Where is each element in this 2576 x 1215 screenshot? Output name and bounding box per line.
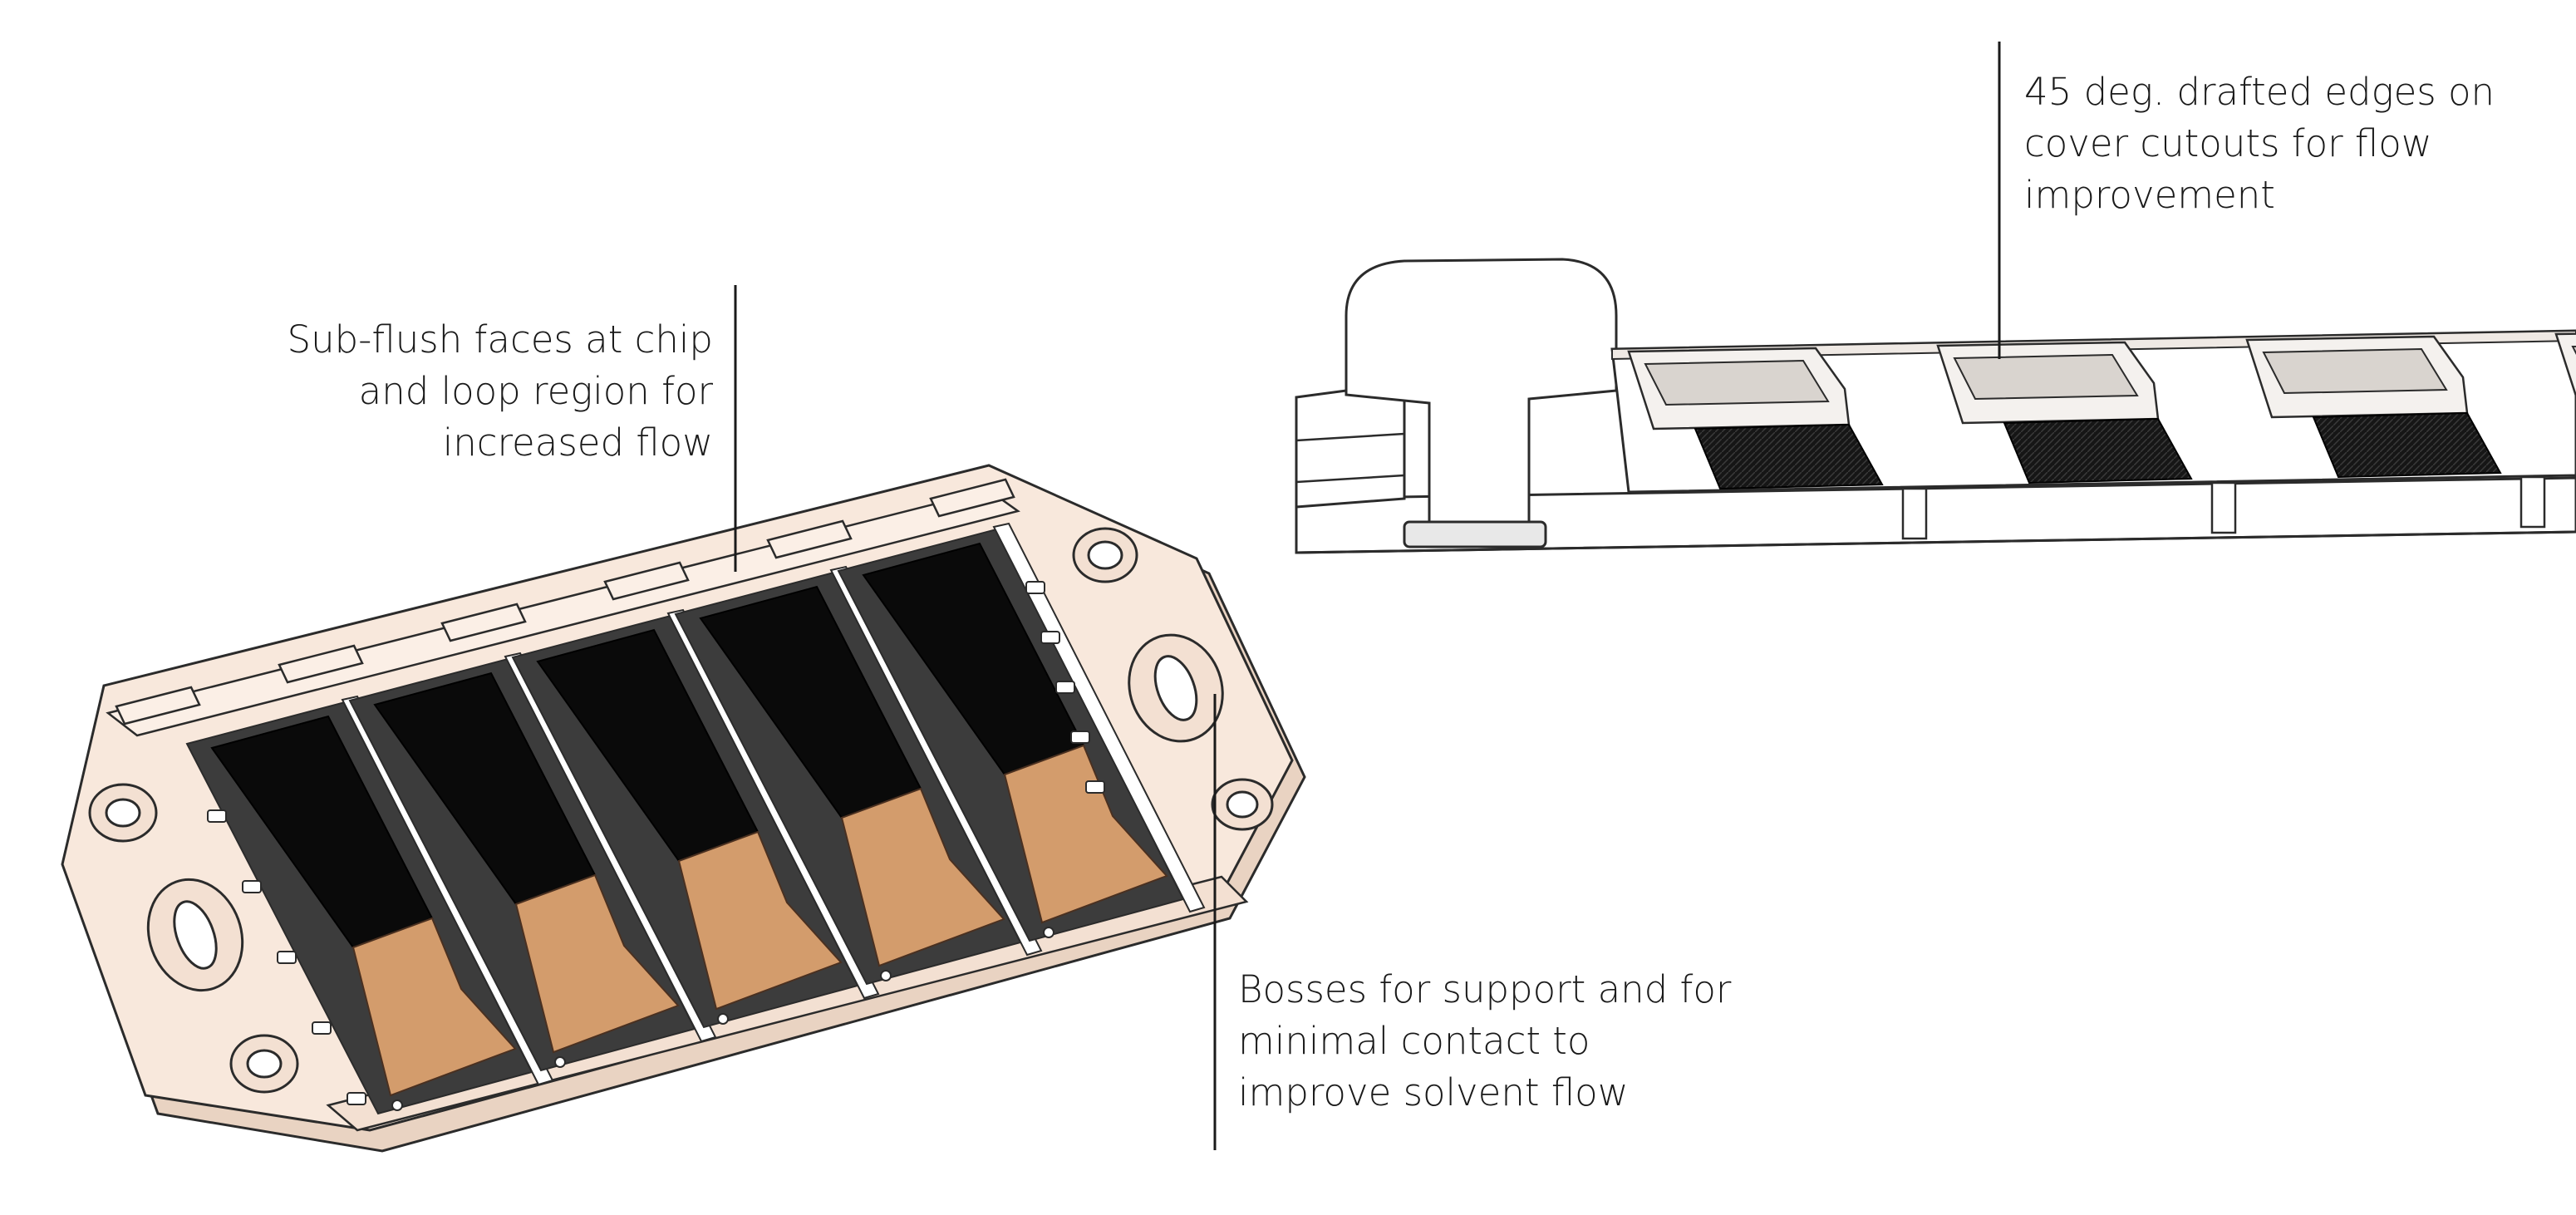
callout-drafted-line-2: cover cutouts for flow — [2024, 121, 2432, 165]
chip-contact-dot — [391, 1099, 403, 1111]
boss-left — [312, 1021, 332, 1035]
callout-subflush-line-3: increased flow — [442, 421, 713, 465]
chip-array — [185, 522, 1206, 1115]
ridge-tab — [278, 644, 364, 684]
screw-hole-top-right — [1072, 527, 1138, 583]
keyhole-slot-right — [1128, 633, 1224, 743]
cutout-drafted-edge — [2554, 332, 2576, 400]
cutout-chip — [2003, 417, 2193, 485]
cutout-post — [1901, 487, 1928, 540]
chip-contact-dot — [880, 970, 892, 981]
boss-right — [1055, 681, 1075, 694]
boss-right — [1070, 730, 1090, 744]
cutout-chip — [1694, 423, 1884, 490]
ridge-tab — [440, 603, 527, 642]
boss-left — [207, 809, 227, 823]
chip-contact-dot — [1043, 927, 1054, 938]
section-handle — [1345, 258, 1618, 546]
screw-hole-right — [1211, 778, 1274, 831]
keyhole-slot-left — [146, 878, 244, 992]
keyhole-slots — [146, 633, 1224, 992]
chip-rib — [992, 522, 1206, 913]
callout-subflush: Sub-flush faces at chip and loop region … — [288, 314, 713, 469]
section-end-block — [1295, 387, 1406, 509]
cutout-inner-wall — [1644, 359, 1830, 406]
callout-drafted-line-1: 45 deg. drafted edges on — [2024, 70, 2495, 114]
screw-hole-left — [88, 783, 158, 843]
screw-holes — [88, 527, 1274, 1094]
cutout-1 — [1627, 347, 1928, 540]
boss-left — [277, 951, 297, 964]
section-base-rail — [1295, 476, 2576, 554]
callout-subflush-line-2: and loop region for — [358, 369, 713, 413]
ridge-tab — [929, 478, 1015, 518]
boss-right — [1040, 631, 1060, 644]
cutout-post — [2519, 475, 2546, 529]
chip-contact-dot — [717, 1013, 729, 1025]
cutout-inner-wall — [2571, 345, 2576, 356]
callout-subflush-line-1: Sub-flush faces at chip — [287, 317, 713, 362]
chip-loop-region — [677, 830, 843, 1011]
callout-bosses-line-1: Bosses for support and for — [1238, 967, 1732, 1011]
tray-assembly — [61, 464, 1306, 1153]
ridge-tabs — [115, 478, 1015, 726]
ridge-tab — [115, 686, 201, 726]
cutout-3 — [2245, 335, 2546, 529]
boss-right — [1025, 581, 1045, 594]
ridge-tab — [766, 519, 853, 559]
chip-loop-region — [1003, 744, 1168, 924]
cutout-2 — [1936, 341, 2237, 534]
callout-bosses-line-2: minimal contact to — [1238, 1019, 1590, 1063]
cutout-post — [2210, 481, 2237, 534]
boss-left — [347, 1092, 366, 1105]
chip-5 — [837, 522, 1206, 942]
section-insert — [1403, 520, 1547, 548]
boss-right — [1085, 780, 1105, 794]
screw-hole-bottom-left — [229, 1034, 299, 1094]
boss-left — [242, 880, 262, 893]
cutout-4 — [2554, 332, 2576, 400]
callout-drafted-line-3: improvement — [2024, 173, 2275, 217]
cutout-inner-wall — [1953, 353, 2139, 401]
cutout-inner-wall — [2262, 347, 2448, 395]
ridge-tab — [603, 561, 690, 601]
chip-loop-region — [840, 787, 1005, 967]
support-bosses — [207, 581, 1105, 1105]
cover-cutouts — [1627, 332, 2576, 540]
callout-bosses: Bosses for support and for minimal conta… — [1238, 964, 1731, 1119]
chip-loop-region — [351, 917, 517, 1097]
chip-loop-region — [514, 873, 680, 1054]
cross-section — [1295, 258, 2576, 554]
chip-4 — [674, 565, 1043, 986]
cutout-chip — [2312, 411, 2502, 479]
callout-drafted: 45 deg. drafted edges on cover cutouts f… — [2024, 66, 2495, 221]
chip-contact-dot — [554, 1056, 566, 1068]
callout-bosses-line-3: improve solvent flow — [1238, 1070, 1629, 1114]
